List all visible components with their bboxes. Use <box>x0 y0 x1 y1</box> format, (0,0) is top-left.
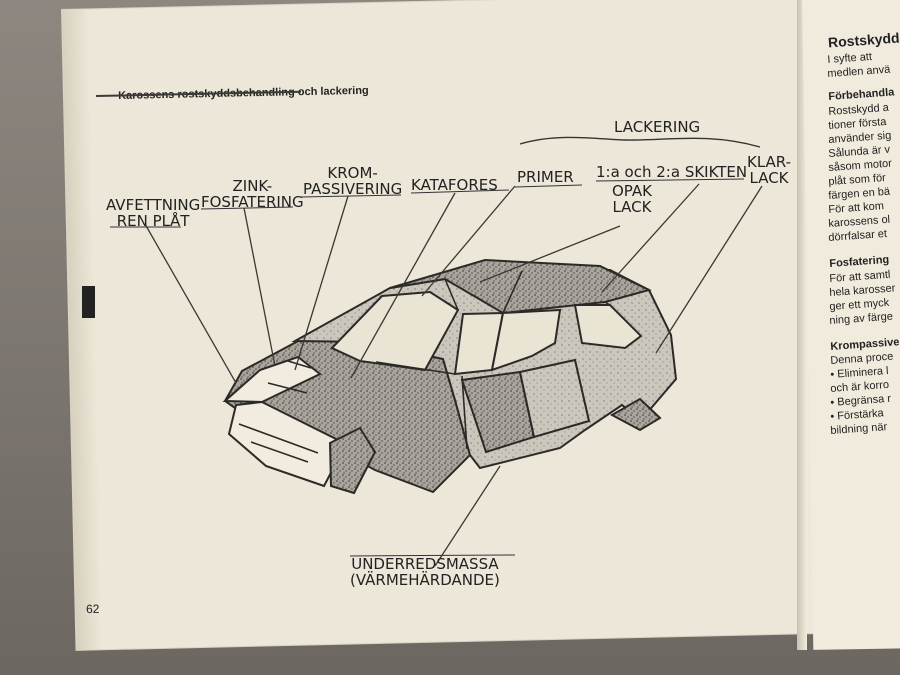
primer-label: PRIMER <box>517 168 574 186</box>
callout-lines <box>144 183 763 567</box>
opak-label: OPAK LACK <box>612 183 652 215</box>
klar-line-1: KLAR- <box>747 153 792 171</box>
krom-line-1: KROM- <box>327 164 378 182</box>
katafores-label: KATAFORES <box>411 176 498 194</box>
underredsmassa-line-2: (VÄRMEHÄRDANDE) <box>350 571 500 589</box>
lackering-brace <box>519 136 761 148</box>
avfettning-line-1: AVFETTNING <box>106 196 201 214</box>
body-structure-lines <box>238 270 611 463</box>
klar-label: KLAR- LACK <box>747 154 791 186</box>
krom-label: KROM- PASSIVERING <box>303 165 402 197</box>
zink-label: ZINK- FOSFATERING <box>201 178 304 210</box>
door-window-opening <box>490 308 562 372</box>
front-apron <box>227 400 348 488</box>
opak-line-2: LACK <box>612 198 652 216</box>
zink-line-2: FOSFATERING <box>201 193 304 211</box>
black-page-tab <box>82 286 95 318</box>
klar-line-2: LACK <box>749 169 789 187</box>
front-wheel-arch <box>328 426 377 495</box>
avfettning-line-2: REN PLÅT <box>116 212 190 230</box>
roof-panel <box>389 258 652 315</box>
rear-wheel-arch <box>609 397 662 432</box>
skikten-label: 1:a och 2:a SKIKTEN <box>596 163 748 181</box>
underredsmassa-label: UNDERREDSMASSA (VÄRMEHÄRDANDE) <box>350 556 500 588</box>
book-gutter <box>797 0 807 650</box>
avfettning-label: AVFETTNING REN PLÅT <box>106 197 200 229</box>
krom-line-2: PASSIVERING <box>303 180 403 198</box>
opak-line-1: OPAK <box>612 182 652 200</box>
underredsmassa-line-1: UNDERREDSMASSA <box>351 555 499 573</box>
rear-side-window <box>573 304 643 350</box>
label-underlines <box>110 178 745 557</box>
lackering-label: LACKERING <box>614 118 701 136</box>
page-number: 62 <box>85 601 100 617</box>
zink-line-1: ZINK- <box>232 177 273 195</box>
